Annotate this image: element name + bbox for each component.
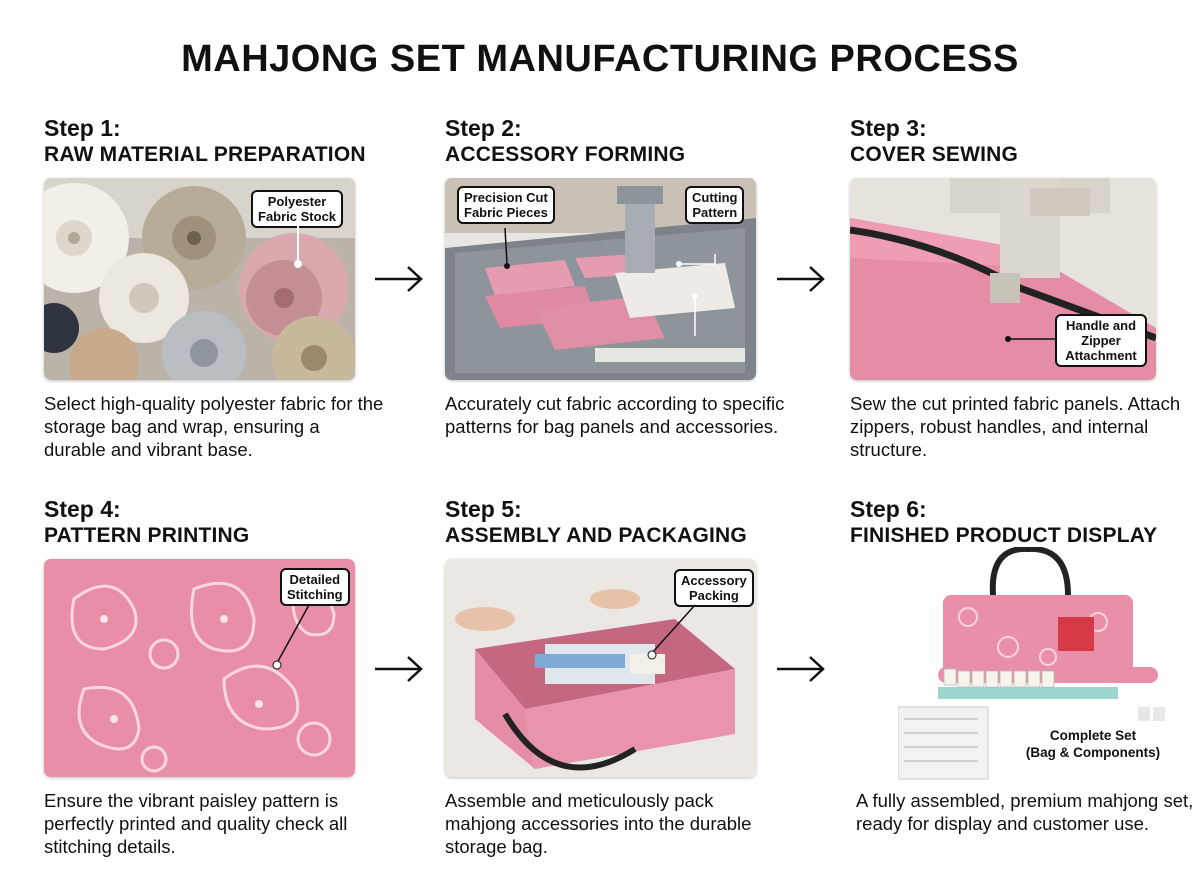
right-arrow-icon: [372, 654, 426, 684]
step-name: RAW MATERIAL PREPARATION: [44, 143, 366, 166]
step-2: Step 2: ACCESSORY FORMING Precision Cut …: [445, 114, 784, 474]
step-number: Step 4:: [44, 496, 121, 522]
callout-handle-and-zipper-attachment: Handle and Zipper Attachment: [1055, 314, 1147, 367]
callout-precision-cut-fabric-pieces: Precision Cut Fabric Pieces: [457, 186, 555, 224]
callout-accessory-packing: Accessory Packing: [674, 569, 754, 607]
step-name: FINISHED PRODUCT DISPLAY: [850, 524, 1158, 547]
step-description: Sew the cut printed fabric panels. Attac…: [850, 393, 1181, 460]
callout-leader-lines: [504, 227, 716, 336]
step-4: Step 4: PATTERN PRINTING Detailed Stitch…: [44, 495, 374, 865]
callout-leader-line: [294, 224, 302, 268]
finished-set-image: [897, 545, 1168, 782]
callout-cutting-pattern: Cutting Pattern: [685, 186, 745, 224]
right-arrow-icon: [774, 264, 828, 294]
page-title: MAHJONG SET MANUFACTURING PROCESS: [181, 38, 1019, 80]
step-name: ASSEMBLY AND PACKAGING: [445, 524, 747, 547]
step-name: ACCESSORY FORMING: [445, 143, 686, 166]
step-1: Step 1: RAW MATERIAL PREPARATION Polyest…: [44, 114, 383, 474]
step-number: Step 3:: [850, 115, 927, 141]
callout-leader-line: [1005, 336, 1056, 342]
right-arrow-icon: [774, 654, 828, 684]
callout-complete-set: Complete Set (Bag & Components): [1025, 728, 1161, 760]
callout-leader-line: [647, 604, 696, 660]
callout-detailed-stitching: Detailed Stitching: [280, 568, 350, 606]
step-3: Step 3: COVER SEWING Handle and Zipper A…: [850, 114, 1180, 474]
step-description: Accurately cut fabric according to speci…: [445, 393, 785, 437]
step-number: Step 5:: [445, 496, 522, 522]
callout-leader-line: [272, 604, 310, 670]
step-description: Select high-quality polyester fabric for…: [44, 393, 384, 460]
callout-polyester-fabric-stock: Polyester Fabric Stock: [251, 190, 344, 228]
packing-bag-image: [445, 559, 756, 777]
step-6: Step 6: FINISHED PRODUCT DISPLAY Complet…: [850, 495, 1193, 865]
step-name: PATTERN PRINTING: [44, 524, 250, 547]
step-description: Ensure the vibrant paisley pattern is pe…: [44, 790, 348, 857]
step-number: Step 1:: [44, 115, 121, 141]
step-name: COVER SEWING: [850, 143, 1019, 166]
step-description: A fully assembled, premium mahjong set, …: [856, 790, 1194, 834]
right-arrow-icon: [372, 264, 426, 294]
step-number: Step 6:: [850, 496, 927, 522]
step-number: Step 2:: [445, 115, 522, 141]
step-5: Step 5: ASSEMBLY AND PACKAGING Accessory…: [445, 495, 775, 865]
step-description: Assemble and meticulously pack mahjong a…: [445, 790, 752, 857]
